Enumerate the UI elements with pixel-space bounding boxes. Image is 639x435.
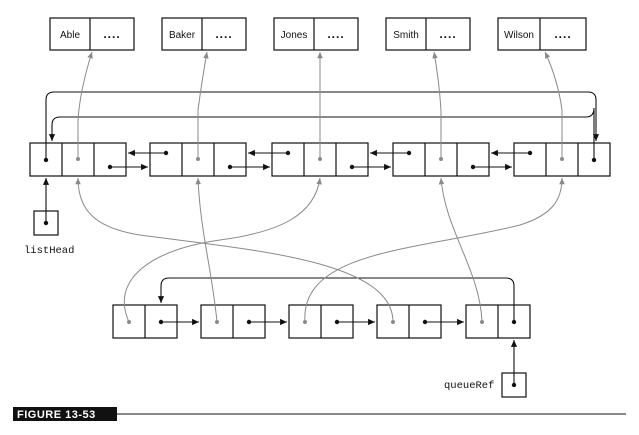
record-smith: Smith ....	[385, 17, 471, 51]
queue-links	[157, 277, 517, 326]
queue-ref-label: queueRef	[444, 380, 494, 392]
list-links	[43, 91, 600, 171]
record-name: Able	[60, 30, 80, 41]
record-data: ....	[103, 27, 120, 41]
record-name: Baker	[169, 30, 196, 41]
record-data: ....	[439, 27, 456, 41]
record-wilson: Wilson ....	[497, 17, 587, 51]
record-able: Able ....	[49, 17, 135, 51]
record-data: ....	[327, 27, 344, 41]
record-jones: Jones ....	[273, 17, 359, 51]
record-pointers	[76, 51, 564, 161]
record-baker: Baker ....	[161, 17, 247, 51]
figure-number: FIGURE 13-53	[17, 409, 96, 421]
list-head-pointer: listHead	[24, 178, 74, 257]
queue-ref-pointer: queueRef	[444, 340, 527, 398]
record-data: ....	[554, 27, 571, 41]
record-name: Jones	[281, 30, 308, 41]
record-name: Wilson	[504, 30, 534, 41]
figure-caption: FIGURE 13-53	[13, 407, 626, 421]
record-data: ....	[215, 27, 232, 41]
queue-to-list-pointers	[75, 177, 565, 324]
record-name: Smith	[393, 30, 419, 41]
queue-node-5	[465, 304, 531, 339]
list-head-label: listHead	[24, 245, 74, 257]
caption-background	[13, 407, 117, 421]
